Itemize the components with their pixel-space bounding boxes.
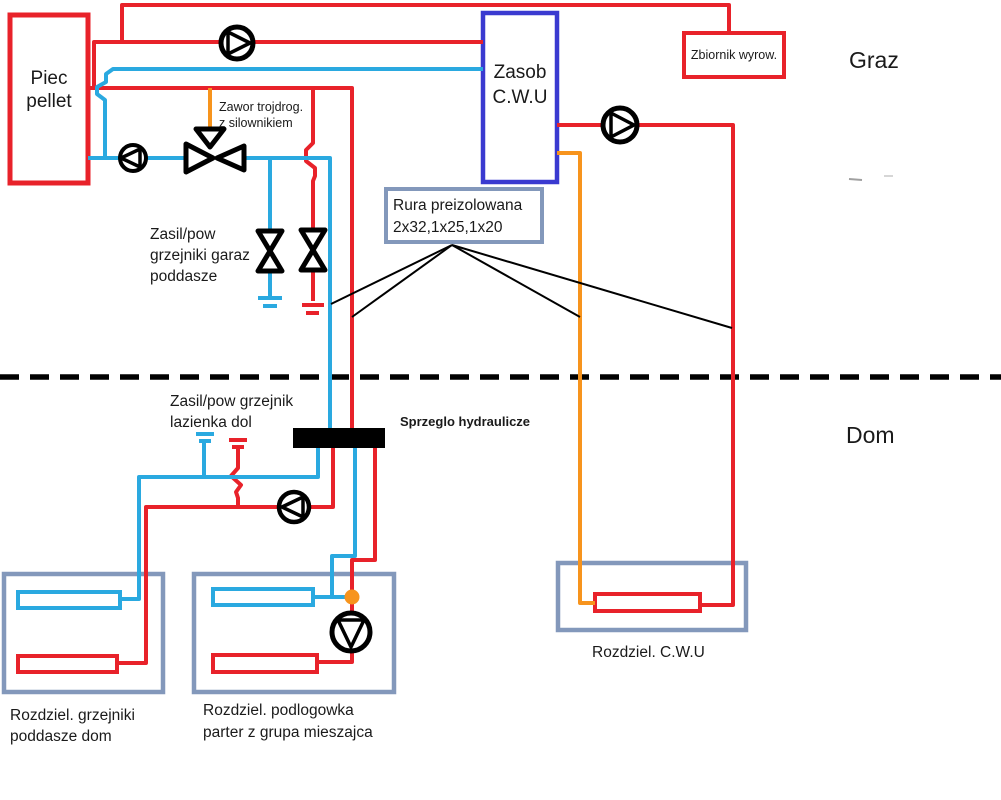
pipe-tank-return (95, 67, 483, 158)
pipe-separator-to-floor-manifold-return (330, 448, 357, 597)
pointer-line-1 (330, 244, 453, 305)
valve-red-bottom (298, 247, 328, 273)
manifold-attic-blue-bar (16, 590, 122, 610)
boiler-label-line1: Piec (30, 68, 68, 89)
pointer-line-2 (351, 244, 453, 318)
manifold-floor-label-line2: parter z grupa mieszajca (203, 724, 373, 741)
manifold-floor-label-line1: Rozdziel. podlogowka (203, 702, 354, 719)
dhw-tank-box (480, 10, 560, 185)
three-way-valve-label-line2: z silownikiem (219, 116, 293, 130)
orange-circulation-pipes (208, 88, 595, 605)
pump-icon-attic-circuit (276, 489, 312, 525)
blue-return-pipes (88, 67, 483, 601)
pipe-dhw-circulation-return (557, 151, 595, 605)
pump-icon-dhw-circulation (600, 105, 640, 145)
pipe-bathroom-radiator-red-stub (229, 448, 243, 507)
manifold-dhw-red-bar (593, 592, 702, 613)
pipe-return-to-separator (244, 156, 332, 428)
bathroom-radiator-label: Zasil/pow grzejnik lazienka dol (170, 391, 293, 433)
preinsulated-pipe-callout-box (384, 187, 544, 244)
pump4-triangle (280, 495, 305, 519)
dhw-tank-label-line1: Zasob (493, 62, 547, 83)
manifold-dhw-box (555, 560, 749, 633)
preinsulated-pipe-pointers (330, 244, 733, 329)
three-way-valve-icon (183, 126, 247, 175)
pipe-garage-radiator-supply (304, 88, 317, 229)
bathroom-radiator-label-line2: lazienka dol (170, 414, 252, 431)
pump3-triangle (119, 147, 142, 169)
pipe-boiler-supply-to-separator (88, 86, 354, 428)
pipe-expansion-tank (120, 3, 731, 42)
pipe-separator-to-attic-manifold-return (120, 448, 320, 601)
pointer-line-4 (451, 244, 733, 329)
zone-house-label: Dom (846, 422, 895, 448)
bathroom-radiator-label-line1: Zasil/pow grzejnik (170, 393, 294, 410)
three-way-valve-label: Zawor trojdrog. z silownikiem (219, 99, 303, 131)
valve-top-triangle (193, 126, 227, 150)
expansion-tank-label: Zbiornik wyrow. (690, 48, 778, 62)
garage-radiators-label-line3: poddasze (150, 268, 218, 285)
red-supply-pipes (88, 3, 735, 665)
shutoff-valve-blue-icon (255, 228, 285, 274)
pipe-end-caps (196, 296, 324, 449)
pipe-boiler-to-tank (92, 40, 483, 88)
pump-icon-floor-mixing-group (329, 610, 373, 654)
three-way-valve-label-line1: Zawor trojdrog. (219, 100, 304, 114)
manifold-attic-red-bar (16, 654, 119, 674)
valve-red-top (298, 227, 328, 253)
pipe-separator-to-attic-manifold (117, 448, 335, 665)
shutoff-valve-red-icon (298, 227, 328, 273)
hydraulic-separator (293, 428, 385, 448)
manifold-attic-label-line2: poddasze dom (10, 728, 112, 745)
boiler-label: Piec pellet (10, 67, 88, 113)
equipment-boxes (1, 10, 786, 695)
pipe-separator-to-floor-manifold (350, 448, 377, 614)
pump1-triangle (226, 30, 252, 56)
manifold-floor-red-bar (211, 653, 319, 674)
pipe-floor-pump-to-manifold (317, 651, 354, 664)
valve-right-triangle (214, 143, 247, 173)
manifold-floor-label: Rozdziel. podlogowka parter z grupa mies… (203, 700, 373, 744)
mixing-point-dot (344, 589, 360, 605)
pump5-triangle (336, 618, 366, 649)
boiler-box (7, 12, 91, 186)
pump-icon-boiler-return (118, 143, 148, 173)
manifold-attic-label: Rozdziel. grzejniki poddasze dom (10, 705, 135, 747)
boiler-label-line2: pellet (26, 91, 72, 112)
valve-left-triangle (183, 141, 216, 175)
zone-garage-label: Graz (849, 47, 899, 73)
dhw-tank-label: Zasob C.W.U (483, 60, 557, 110)
pump-icon-boiler-to-tank (218, 24, 256, 62)
hydraulic-separator-label: Sprzeglo hydraulicze (400, 414, 531, 429)
expansion-tank-box (682, 31, 786, 79)
stray-mark-1 (848, 178, 863, 181)
manifold-attic-label-line1: Rozdziel. grzejniki (10, 707, 135, 724)
preinsulated-pipe-label: Rura preizolowana 2x32,1x25,1x20 (393, 195, 522, 239)
valve-blue-top (255, 228, 285, 254)
garage-radiators-label-line1: Zasil/pow (150, 226, 216, 243)
garage-radiators-label: Zasil/pow grzejniki garaz poddasze (150, 224, 250, 287)
manifold-dhw-label: Rozdziel. C.W.U (592, 644, 705, 661)
garage-radiators-label-line2: grzejniki garaz (150, 247, 250, 264)
dhw-tank-label-line2: C.W.U (492, 87, 548, 108)
preinsulated-pipe-label-line1: Rura preizolowana (393, 197, 523, 214)
pipe-tank-to-dhw-manifold (557, 123, 735, 607)
valve-blue-bottom (255, 248, 285, 274)
pump2-triangle (609, 111, 636, 139)
manifold-floor-blue-bar (211, 587, 315, 607)
preinsulated-pipe-label-line2: 2x32,1x25,1x20 (393, 219, 503, 236)
pointer-line-3 (451, 244, 581, 318)
